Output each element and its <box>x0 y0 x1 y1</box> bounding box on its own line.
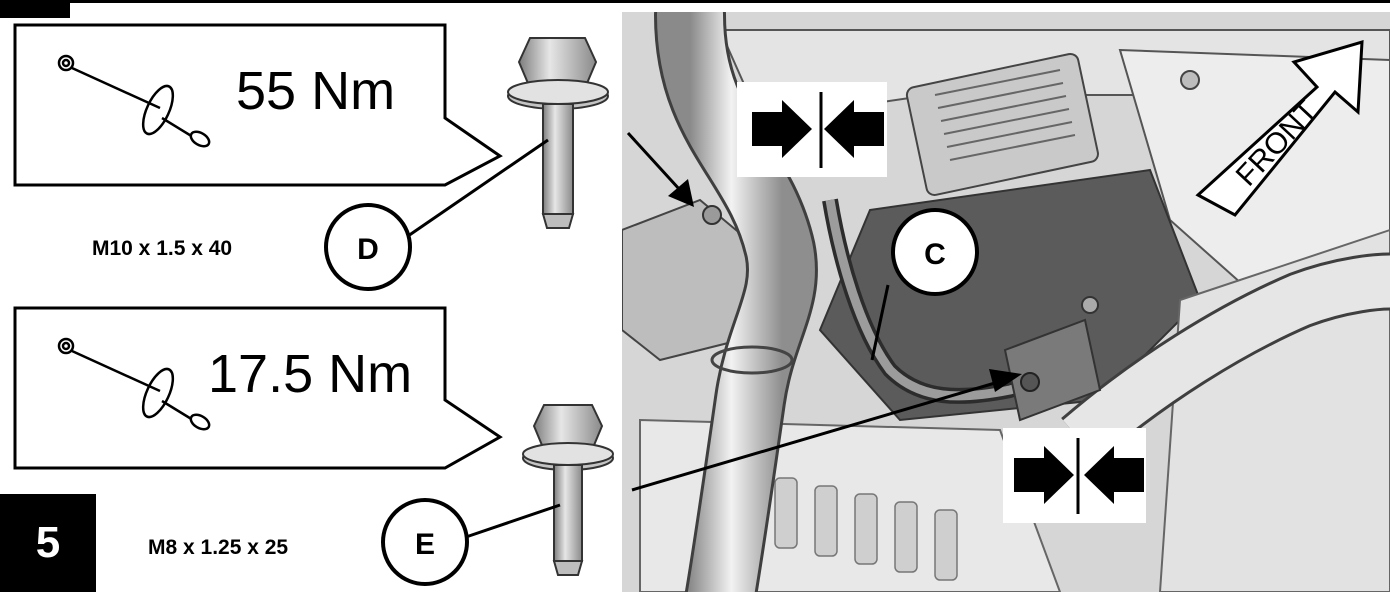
hex-flange-bolt-icon-e <box>522 404 614 576</box>
rear-pipe <box>1063 255 1390 460</box>
exhaust-pipe <box>657 12 815 592</box>
module-fins <box>934 69 1076 161</box>
arrow-head-e <box>989 369 1022 392</box>
leader-c-to-tube <box>870 284 890 361</box>
bolt-hole-e <box>1020 372 1040 392</box>
bolt-letter-d: D <box>357 233 379 266</box>
torque-wrench-icon <box>57 337 211 431</box>
bolt-hole-d <box>702 205 722 225</box>
corner-tab <box>0 0 70 18</box>
front-direction-arrow-icon <box>1195 39 1364 217</box>
arrow-d-shaft <box>626 131 682 192</box>
part-letter-c: C <box>924 238 946 271</box>
bolt-spec-e: M8 x 1.25 x 25 <box>148 536 289 559</box>
hex-flange-bolt-icon-d <box>507 37 609 229</box>
label-circle-d <box>324 203 412 291</box>
bolt-spec-d: M10 x 1.5 x 40 <box>92 237 233 260</box>
torque-value-d: 55 Nm <box>236 61 396 121</box>
torque-value-e: 17.5 Nm <box>208 344 413 404</box>
leader-d-to-bolt <box>407 138 549 238</box>
torque-callout-box-1 <box>13 23 503 187</box>
leader-e-to-bolt <box>465 503 561 539</box>
align-flush-icon-bottom <box>1003 428 1146 523</box>
pipe-clamp <box>710 345 794 375</box>
mount-nut <box>1081 296 1099 314</box>
mount-bracket-e <box>1003 318 1102 422</box>
step-number: 5 <box>0 494 96 592</box>
leader-lines <box>407 131 1006 539</box>
front-arrow-shape <box>1195 39 1364 217</box>
align-flush-icon-top <box>737 82 887 177</box>
frame-bolt-upper <box>1180 70 1200 90</box>
label-circle-e <box>381 498 469 586</box>
label-circle-c <box>891 208 979 296</box>
torque-wrench-icon <box>57 54 211 148</box>
top-border <box>0 0 1390 3</box>
arrow-head-d <box>668 179 694 207</box>
arrow-e-shaft <box>631 378 1006 492</box>
torque-callout-box-2 <box>13 306 503 470</box>
bolt-letter-e: E <box>415 528 435 561</box>
